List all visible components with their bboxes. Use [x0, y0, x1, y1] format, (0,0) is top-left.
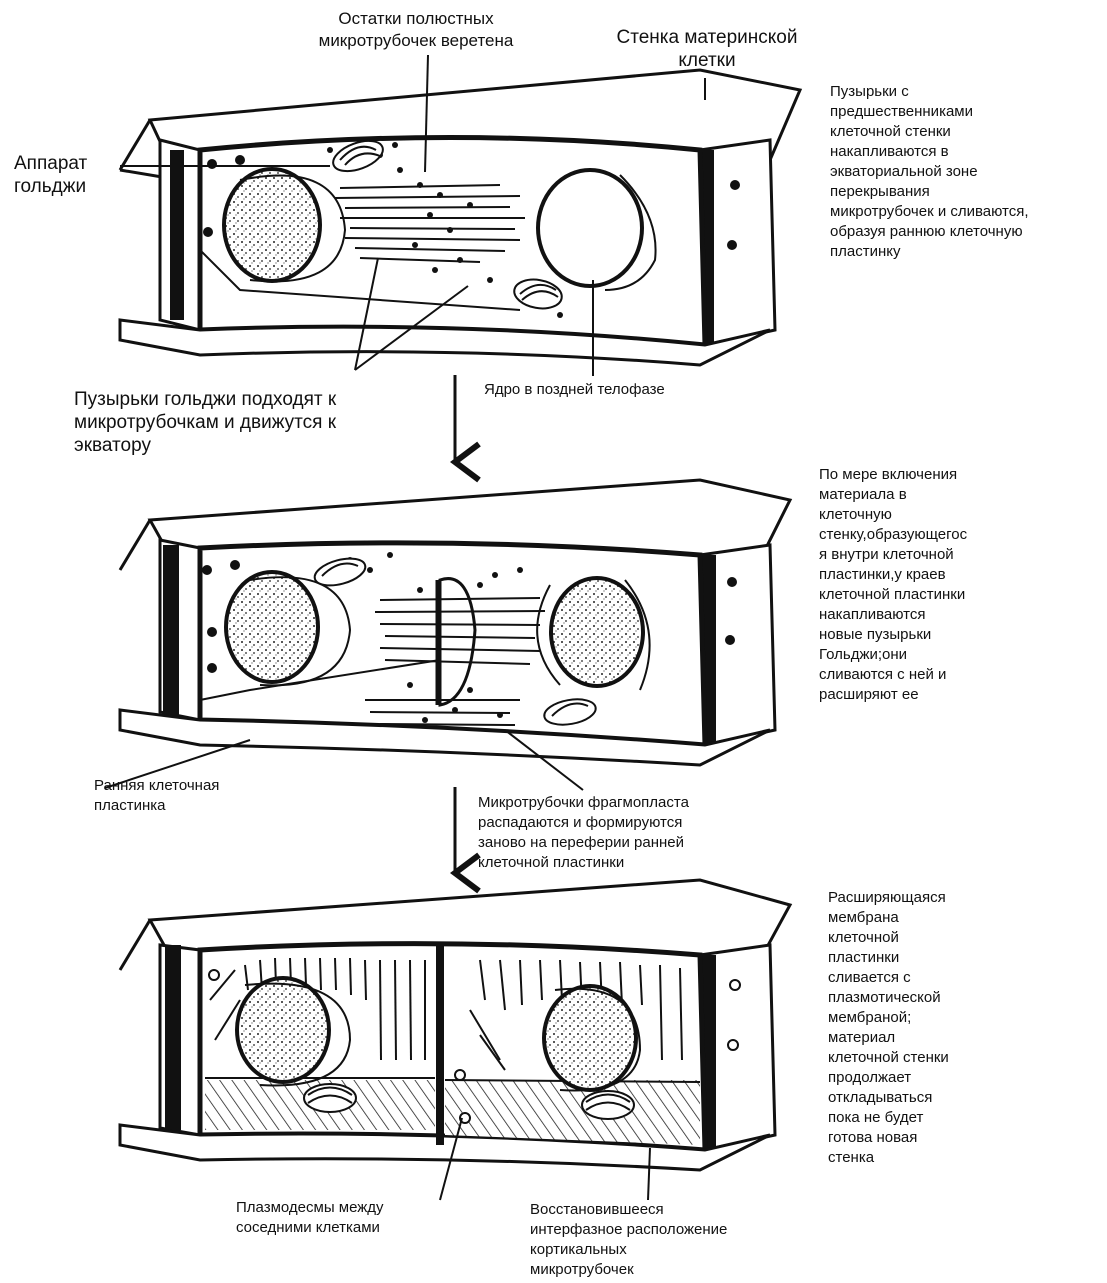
label-membrane-fusion: Расширяющаяся мембрана клеточной пластин… — [828, 888, 1028, 1168]
label-mother-cell-wall: Стенка материнской клетки — [582, 26, 832, 72]
label-golgi-vesicles-move: Пузырьки гольджи подходят к микротрубочк… — [74, 388, 434, 457]
label-phragmoplast-microtubules: Микротрубочки фрагмопласта распадаются и… — [478, 793, 788, 873]
label-vesicles-fuse: Пузырьки с предшественниками клеточной с… — [830, 82, 1100, 262]
label-spindle-remnants: Остатки полюстных микротрубочек веретена — [286, 8, 546, 52]
panel-3-cell — [120, 880, 790, 1170]
label-plasmodesmata: Плазмодесмы между соседними клетками — [236, 1198, 476, 1238]
label-golgi-apparatus: Аппарат гольджи — [14, 152, 124, 198]
label-plate-expansion: По мере включения материала в клеточную … — [819, 465, 1059, 705]
label-nucleus-late-telophase: Ядро в поздней телофазе — [484, 380, 744, 400]
label-early-cell-plate: Ранняя клеточная пластинка — [94, 776, 314, 816]
panel-2-cell — [120, 480, 790, 765]
label-cortical-microtubules: Восстановившееся интерфазное расположени… — [530, 1200, 820, 1280]
panel-1-cell — [120, 70, 800, 365]
